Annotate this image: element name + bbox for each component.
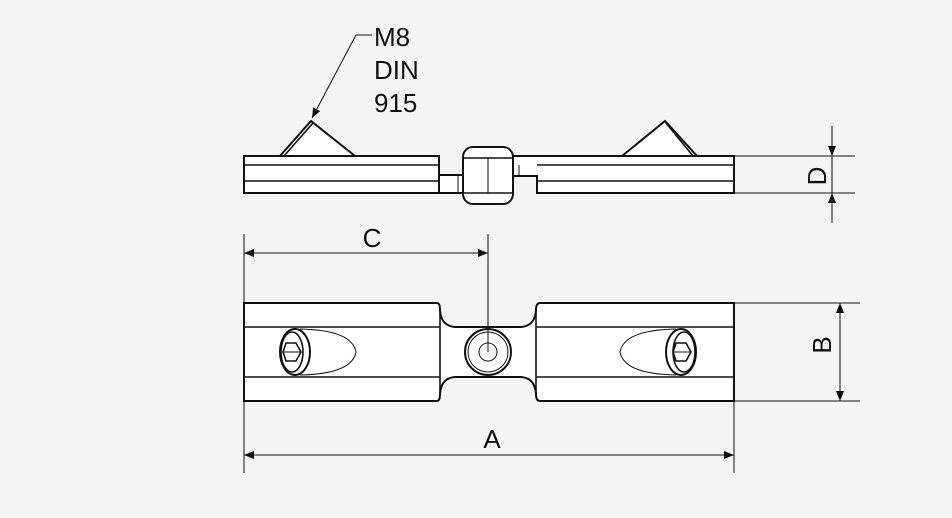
dimension-a-label: A <box>483 424 501 454</box>
dimension-c-label: C <box>363 223 382 253</box>
top-view: C A B <box>243 223 860 473</box>
callout-din: DIN <box>374 55 419 85</box>
callout-m8: M8 <box>374 22 410 52</box>
left-screw-slot <box>299 328 357 376</box>
callout-leader <box>311 34 357 119</box>
left-set-screw <box>277 119 358 157</box>
dimension-b-label: B <box>807 336 837 353</box>
side-view: M8 DIN 915 D <box>243 22 855 223</box>
left-plate-side <box>243 155 440 194</box>
right-screw-slot <box>619 328 677 376</box>
callout-915: 915 <box>374 88 417 118</box>
right-set-screw <box>619 119 700 157</box>
right-plate-side <box>512 155 735 194</box>
dimension-d-label: D <box>802 167 832 186</box>
